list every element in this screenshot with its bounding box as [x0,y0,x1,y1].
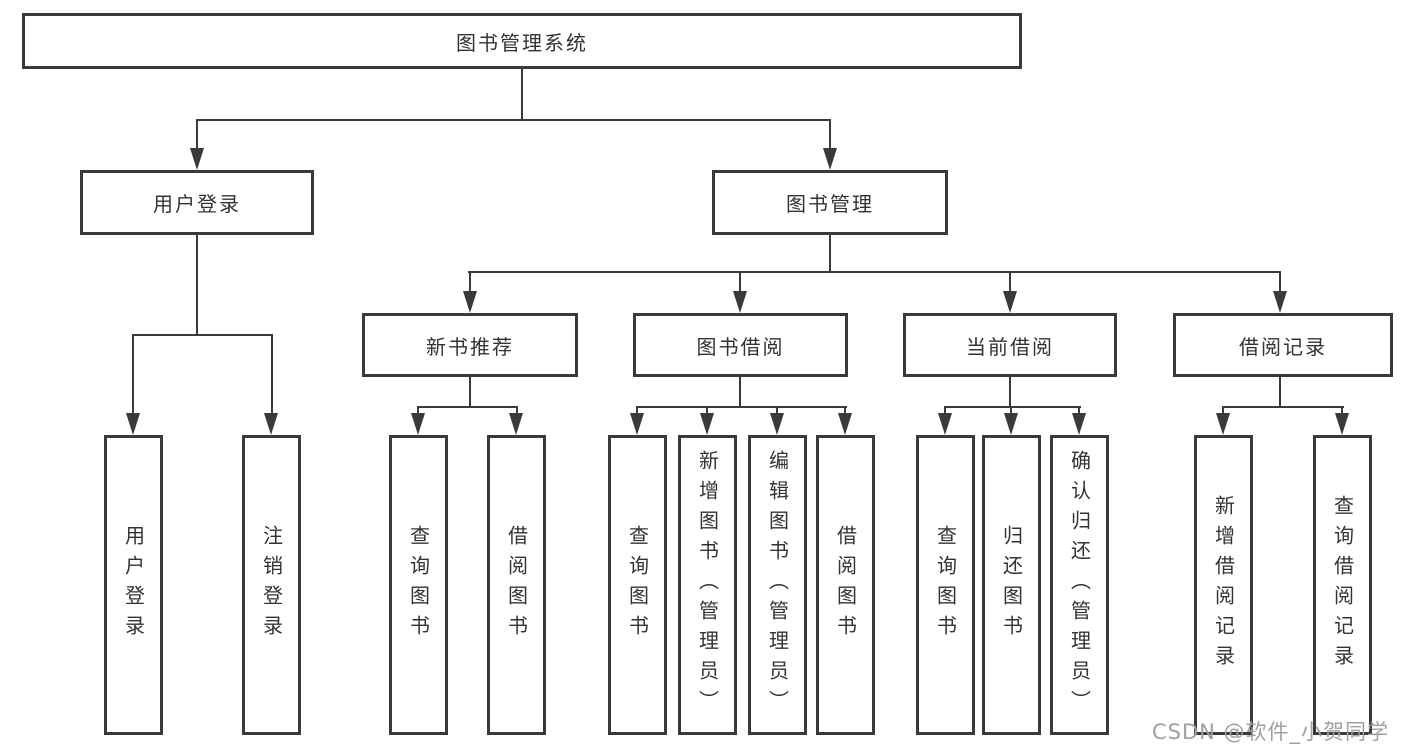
connector-line [829,235,831,272]
arrow-down-icon [1003,291,1017,313]
leaf-user-login: 用户登录 [104,435,163,735]
connector-line [417,406,419,415]
arrow-down-icon [509,413,523,435]
node-new-book-recommend: 新书推荐 [362,313,578,377]
node-label: 用户登录 [153,192,241,216]
arrow-down-icon [1072,413,1086,435]
connector-line [1078,406,1080,415]
arrow-down-icon [1216,413,1230,435]
node-label: 当前借阅 [966,334,1054,359]
node-label: 编辑图书（管理员） [765,450,790,720]
arrow-down-icon [733,291,747,313]
connector-line [776,406,778,415]
leaf-return-books: 归还图书 [982,435,1041,735]
node-label: 查询借阅记录 [1330,495,1355,675]
node-label: 图书借阅 [696,334,785,359]
connector-line [417,406,518,408]
leaf-query-borrow-record: 查询借阅记录 [1313,435,1372,735]
connector-line [636,406,638,415]
connector-line [516,406,518,415]
node-label: 图书管理 [786,192,874,216]
leaf-confirm-return-admin: 确认归还（管理员） [1050,435,1109,735]
connector-line [739,271,741,293]
connector-line [132,334,273,336]
connector-line [706,406,708,415]
connector-line [196,235,198,335]
connector-line [1222,406,1224,415]
leaf-logout: 注销登录 [242,435,301,735]
node-label: 借阅记录 [1239,334,1327,359]
connector-line [196,119,831,121]
arrow-down-icon [630,413,644,435]
connector-line [196,119,198,150]
node-label: 用户登录 [121,525,146,645]
node-label: 注销登录 [259,525,284,645]
connector-line [829,119,831,150]
connector-line [1222,406,1344,408]
connector-line [844,406,846,415]
arrow-down-icon [823,148,837,170]
arrow-down-icon [126,413,140,435]
node-user-login: 用户登录 [80,170,314,235]
connector-line [469,271,471,293]
node-label: 新书推荐 [426,334,514,359]
connector-line [739,377,741,407]
connector-line [132,334,134,415]
connector-line [469,377,471,407]
connector-line [1279,271,1281,293]
connector-line [1009,271,1011,293]
node-label: 确认归还（管理员） [1067,450,1092,720]
node-current-borrowing: 当前借阅 [903,313,1117,377]
leaf-add-borrow-record: 新增借阅记录 [1194,435,1253,735]
arrow-down-icon [700,413,714,435]
node-book-management: 图书管理 [712,170,948,235]
connector-line [1341,406,1343,415]
node-label: 新增图书（管理员） [695,450,720,720]
leaf-edit-books-admin: 编辑图书（管理员） [748,435,807,735]
connector-line [636,406,847,408]
arrow-down-icon [1273,291,1287,313]
leaf-borrowing-query-books: 查询图书 [608,435,667,735]
node-label: 查询图书 [933,525,958,645]
leaf-borrow-books: 借阅图书 [816,435,875,735]
connector-line [944,406,946,415]
arrow-down-icon [770,413,784,435]
connector-line [1279,377,1281,407]
leaf-add-books-admin: 新增图书（管理员） [678,435,737,735]
csdn-watermark: CSDN @软件_小贺同学 [1152,720,1390,744]
connector-line [271,334,273,415]
node-label: 查询图书 [406,525,431,645]
arrow-down-icon [838,413,852,435]
node-borrowing-records: 借阅记录 [1173,313,1393,377]
leaf-current-query-books: 查询图书 [916,435,975,735]
connector-line [944,406,1081,408]
arrow-down-icon [190,148,204,170]
arrow-down-icon [411,413,425,435]
arrow-down-icon [938,413,952,435]
node-label: 查询图书 [625,525,650,645]
leaf-recommend-borrow-books: 借阅图书 [487,435,546,735]
leaf-recommend-query-books: 查询图书 [389,435,448,735]
arrow-down-icon [1004,413,1018,435]
node-label: 借阅图书 [504,525,529,645]
arrow-down-icon [1335,413,1349,435]
connector-line [521,69,523,120]
connector-line [1010,406,1012,415]
node-book-borrowing: 图书借阅 [633,313,848,377]
node-library-management-system: 图书管理系统 [22,13,1022,69]
node-label: 借阅图书 [833,525,858,645]
arrow-down-icon [264,413,278,435]
node-label: 图书管理系统 [456,30,588,55]
arrow-down-icon [463,291,477,313]
connector-line [1009,377,1011,407]
node-label: 归还图书 [999,525,1024,645]
connector-line [468,271,1281,273]
node-label: 新增借阅记录 [1211,495,1236,675]
